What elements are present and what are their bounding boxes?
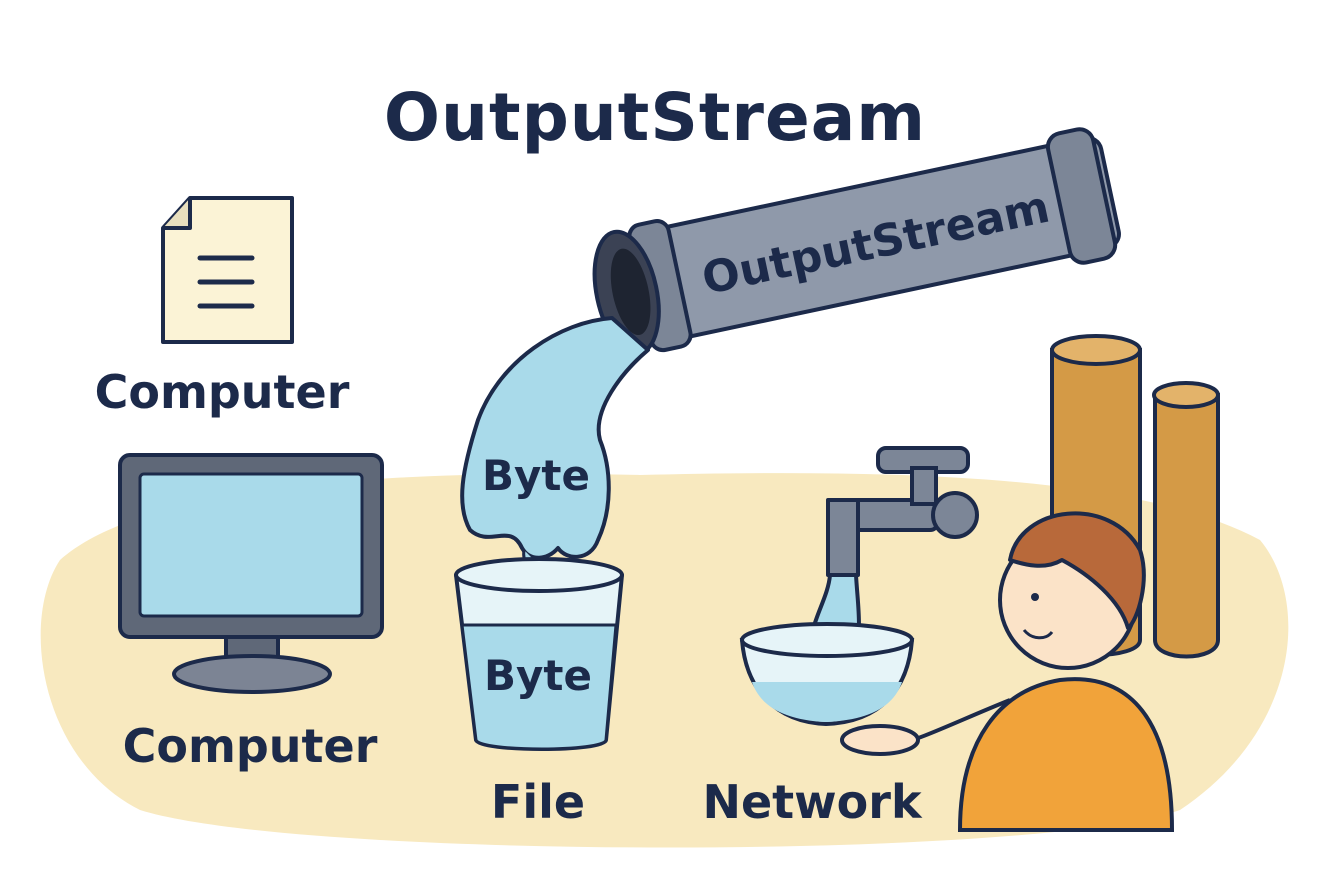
child-figure <box>840 511 1175 832</box>
cup-byte-label: Byte <box>484 651 592 700</box>
monitor-icon <box>118 453 384 694</box>
stream-byte-label: Byte <box>482 451 590 500</box>
file-label: File <box>491 775 585 829</box>
bowl-icon <box>739 622 915 727</box>
monitor-label: Computer <box>123 719 378 773</box>
document-icon <box>161 196 294 344</box>
document-label: Computer <box>95 365 350 419</box>
outputstream-pipe: OutputStream <box>592 127 1121 356</box>
cup-icon <box>454 557 624 751</box>
faucet-icon <box>826 446 979 577</box>
network-label: Network <box>702 775 922 829</box>
page-title: OutputStream <box>384 79 926 156</box>
